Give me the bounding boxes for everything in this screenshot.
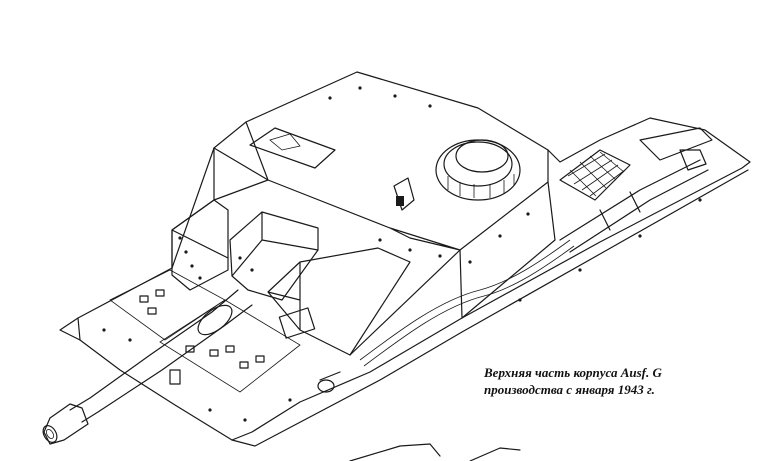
caption-line-1: Верхняя часть корпуса Ausf. G	[484, 365, 662, 380]
front-plate-edge	[59, 169, 749, 447]
towing-eye	[317, 371, 341, 393]
partial-lower-drawing	[349, 443, 521, 461]
muzzle-brake	[43, 403, 89, 445]
driver-visor	[278, 307, 316, 339]
deck-fittings	[139, 289, 265, 385]
caption: Верхняя часть корпуса Ausf. G производст…	[484, 364, 662, 398]
engine-deck-tools	[639, 127, 713, 171]
caption-line-2: производства с января 1943 г.	[484, 382, 655, 397]
superstructure-side	[349, 181, 556, 356]
engine-deck-rails	[559, 159, 709, 253]
superstructure-roof	[213, 121, 549, 251]
roof-hatch	[249, 127, 336, 169]
commander-cupola	[435, 139, 521, 201]
gun-barrel	[69, 289, 253, 423]
rivets	[102, 86, 702, 422]
left-armored-box	[171, 199, 229, 291]
barrel-collar	[197, 304, 233, 336]
tow-cable	[359, 239, 575, 367]
engine-deck-net	[559, 149, 631, 201]
muzzle-opening	[42, 425, 58, 443]
driver-visor-box	[267, 247, 411, 356]
hull-deck-outline	[77, 71, 751, 441]
front-lower-plate	[159, 299, 301, 393]
